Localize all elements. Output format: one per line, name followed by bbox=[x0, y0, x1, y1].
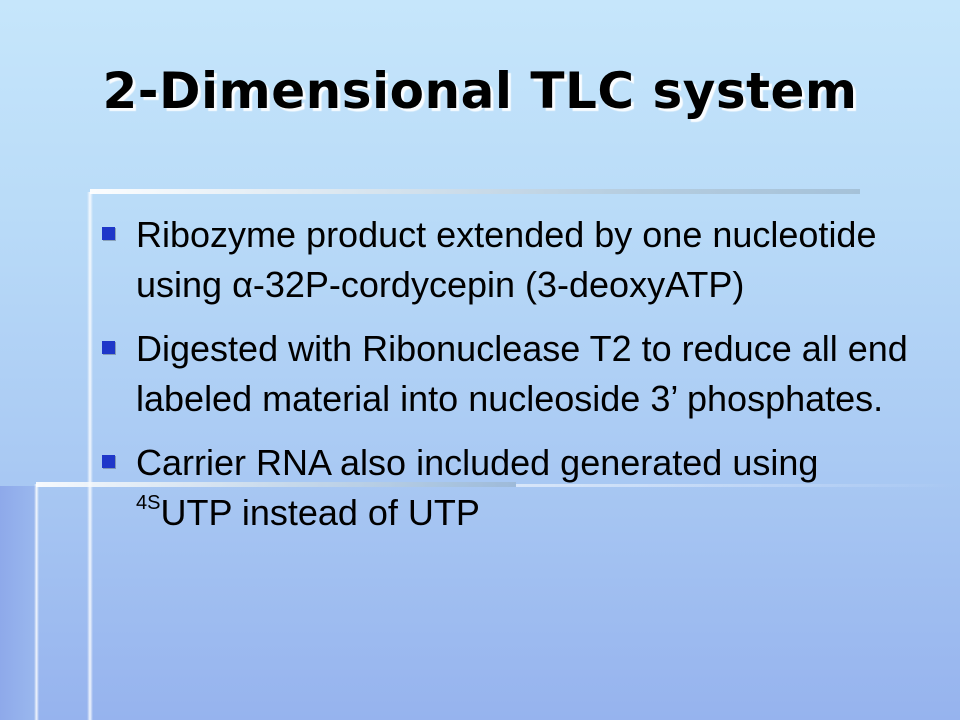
decorative-beam-horizontal bbox=[90, 189, 860, 194]
decorative-beam-vertical bbox=[87, 192, 93, 720]
bullet-text: Digested with Ribonuclease T2 to reduce … bbox=[136, 328, 908, 419]
bullet-text-end: UTP instead of UTP bbox=[160, 492, 480, 533]
decorative-beam-vertical-lower bbox=[34, 484, 39, 720]
bullet-item: Carrier RNA also included generated usin… bbox=[100, 438, 920, 538]
bullet-text: Carrier RNA also included generated usin… bbox=[136, 442, 818, 533]
bullet-text-start: Carrier RNA also included generated usin… bbox=[136, 442, 819, 483]
square-bullet-icon bbox=[102, 227, 115, 240]
bullet-item: Ribozyme product extended by one nucleot… bbox=[100, 210, 920, 310]
square-bullet-icon bbox=[102, 455, 115, 468]
decorative-beam-horizontal-lower bbox=[36, 482, 516, 487]
decorative-shade bbox=[0, 486, 36, 720]
square-bullet-icon bbox=[102, 341, 115, 354]
slide-title: 2-Dimensional TLC system bbox=[102, 62, 858, 120]
bullet-item: Digested with Ribonuclease T2 to reduce … bbox=[100, 324, 920, 424]
bullet-text: Ribozyme product extended by one nucleot… bbox=[136, 214, 877, 305]
decorative-beam-horizontal-fade bbox=[516, 484, 960, 487]
bullet-list: Ribozyme product extended by one nucleot… bbox=[100, 210, 920, 552]
superscript-label: 4S bbox=[136, 492, 161, 514]
